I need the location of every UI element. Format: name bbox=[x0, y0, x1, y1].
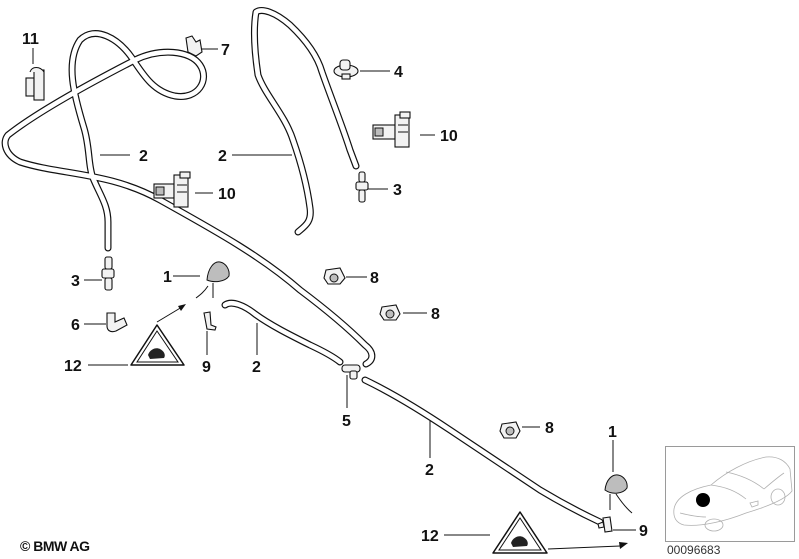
callout-3-left[interactable]: 3 bbox=[71, 273, 80, 290]
callout-9-left[interactable]: 9 bbox=[202, 359, 211, 376]
callout-1-upper[interactable]: 1 bbox=[163, 269, 172, 286]
leader-lines bbox=[32, 48, 636, 536]
callout-8-a[interactable]: 8 bbox=[370, 270, 379, 287]
hose-lower bbox=[361, 376, 604, 526]
hose-clip-part-8-c bbox=[499, 421, 521, 439]
elbow-part-9-right bbox=[597, 516, 613, 533]
washer-nozzle-part-1-upper bbox=[195, 261, 230, 299]
callout-8-c[interactable]: 8 bbox=[545, 420, 554, 437]
callout-7[interactable]: 7 bbox=[221, 42, 230, 59]
hose-long-loop bbox=[1, 30, 376, 368]
callout-4[interactable]: 4 bbox=[394, 64, 403, 81]
document-number: 00096683 bbox=[667, 543, 721, 557]
callout-12-left[interactable]: 12 bbox=[64, 358, 82, 375]
callout-12-right[interactable]: 12 bbox=[421, 528, 439, 545]
arrow-label-to-nozzle-right bbox=[547, 542, 628, 550]
car-outline-icon bbox=[673, 456, 793, 532]
arrow-label-to-nozzle-left bbox=[156, 304, 186, 323]
callout-10-middle[interactable]: 10 bbox=[218, 186, 236, 203]
connector-part-3-right bbox=[355, 171, 369, 203]
callout-5[interactable]: 5 bbox=[342, 413, 351, 430]
location-marker-dot bbox=[696, 493, 710, 507]
callout-2-short[interactable]: 2 bbox=[252, 359, 261, 376]
callout-3-right[interactable]: 3 bbox=[393, 182, 402, 199]
t-piece-part-5 bbox=[341, 364, 361, 380]
hose-clip-part-8-a bbox=[323, 267, 346, 285]
rivet-part-4 bbox=[333, 59, 359, 80]
hose-short bbox=[221, 299, 344, 366]
callout-6[interactable]: 6 bbox=[71, 317, 80, 334]
warning-label-part-12-right bbox=[492, 511, 548, 554]
warning-label-part-12-left bbox=[130, 324, 185, 366]
elbow-part-9-left bbox=[203, 311, 217, 331]
callout-1-lower[interactable]: 1 bbox=[608, 424, 617, 441]
callout-11[interactable]: 11 bbox=[22, 31, 39, 48]
clip-part-7 bbox=[185, 35, 203, 57]
hose-top-middle bbox=[251, 7, 360, 236]
hose-clip-part-8-b bbox=[379, 304, 401, 321]
callout-2-lower[interactable]: 2 bbox=[425, 462, 434, 479]
washer-nozzle-part-1-lower bbox=[604, 474, 633, 514]
callout-2-left[interactable]: 2 bbox=[139, 148, 148, 165]
elbow-part-6 bbox=[106, 312, 128, 333]
callout-9-right[interactable]: 9 bbox=[639, 523, 648, 540]
callout-numbers: 11 7 4 10 2 2 10 3 3 1 8 8 6 12 9 2 5 8 … bbox=[22, 31, 648, 545]
callout-8-b[interactable]: 8 bbox=[431, 306, 440, 323]
holder-part-10-middle bbox=[153, 171, 191, 208]
clamp-part-11 bbox=[25, 66, 45, 101]
vehicle-location-thumbnail bbox=[665, 446, 795, 542]
copyright-notice: © BMW AG bbox=[20, 538, 90, 554]
callout-10-top[interactable]: 10 bbox=[440, 128, 458, 145]
connector-part-3-left bbox=[101, 256, 115, 291]
holder-part-10-top bbox=[372, 111, 411, 148]
callout-2-middle[interactable]: 2 bbox=[218, 148, 227, 165]
